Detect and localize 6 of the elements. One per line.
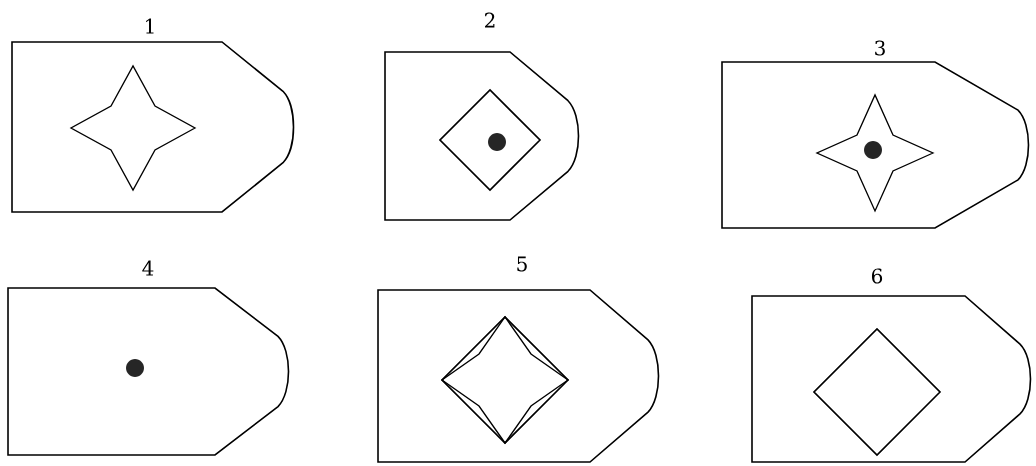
number-label: 6	[872, 268, 883, 284]
number-label: 1	[146, 18, 154, 34]
number-label: 3	[875, 40, 885, 56]
number-label: 4	[142, 260, 154, 276]
number-label: 5	[517, 256, 527, 272]
number-label: 2	[485, 12, 495, 28]
